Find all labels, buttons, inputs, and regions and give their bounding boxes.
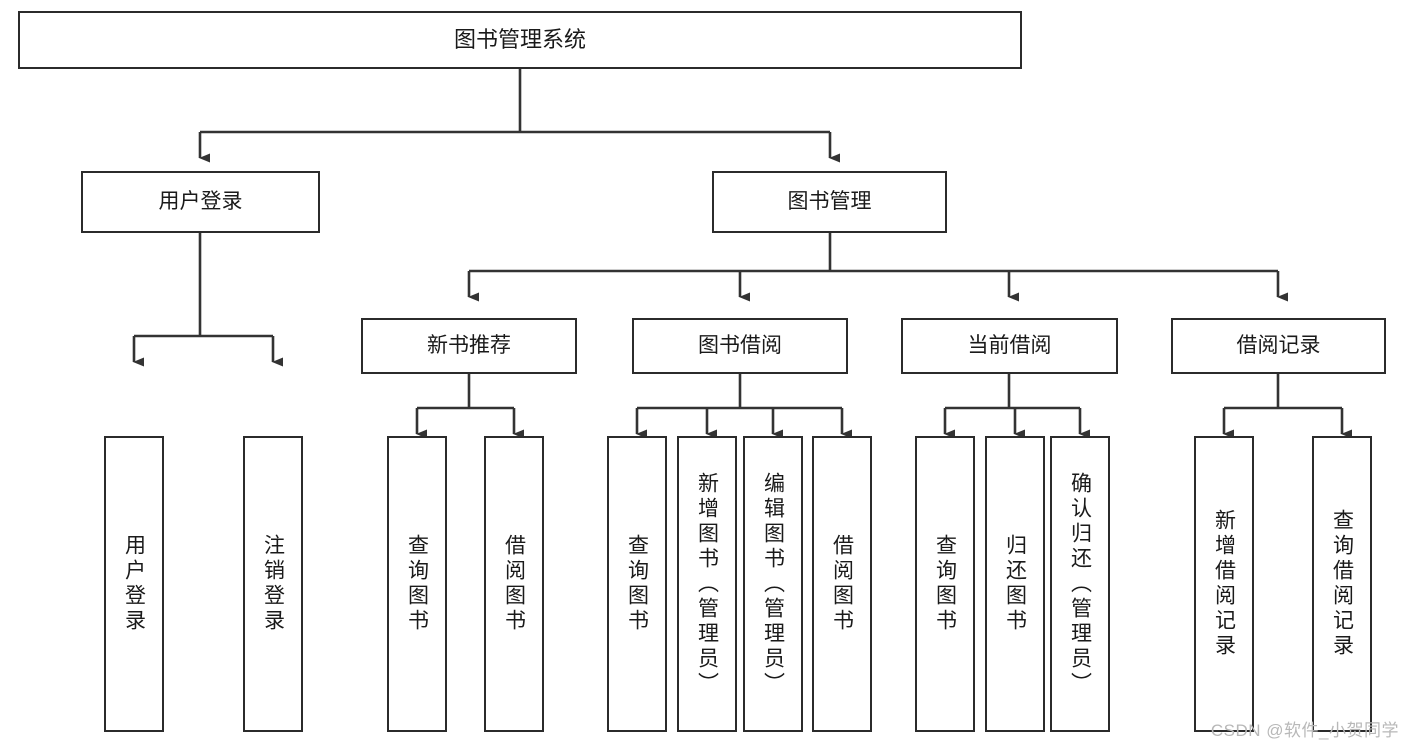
node-leaf-3-label: 查询图书 bbox=[405, 534, 429, 634]
node-leaf-2-label: 注销登录 bbox=[261, 534, 285, 634]
node-leaf-11[interactable]: 确认归还（管理员） bbox=[1050, 436, 1110, 732]
node-root[interactable]: 图书管理系统 bbox=[18, 11, 1022, 69]
node-level3-3-label: 当前借阅 bbox=[967, 333, 1052, 357]
node-leaf-13[interactable]: 查询借阅记录 bbox=[1312, 436, 1372, 732]
node-leaf-1-label: 用户登录 bbox=[122, 534, 146, 634]
node-leaf-6[interactable]: 新增图书（管理员） bbox=[677, 436, 737, 732]
node-leaf-9-label: 查询图书 bbox=[933, 534, 957, 634]
node-leaf-10[interactable]: 归还图书 bbox=[985, 436, 1045, 732]
node-level3-1-label: 新书推荐 bbox=[427, 333, 511, 357]
node-level2-2[interactable]: 图书管理 bbox=[712, 171, 947, 233]
node-level2-1-label: 用户登录 bbox=[158, 189, 243, 213]
node-leaf-1[interactable]: 用户登录 bbox=[104, 436, 164, 732]
node-leaf-3[interactable]: 查询图书 bbox=[387, 436, 447, 732]
node-level3-2-label: 图书借阅 bbox=[698, 333, 782, 357]
node-level2-1[interactable]: 用户登录 bbox=[81, 171, 320, 233]
node-leaf-7-label: 编辑图书（管理员） bbox=[761, 471, 785, 697]
node-leaf-8[interactable]: 借阅图书 bbox=[812, 436, 872, 732]
node-leaf-4[interactable]: 借阅图书 bbox=[484, 436, 544, 732]
watermark: CSDN @软件_小贺同学 bbox=[1210, 721, 1399, 740]
node-level3-3[interactable]: 当前借阅 bbox=[901, 318, 1118, 374]
node-leaf-7[interactable]: 编辑图书（管理员） bbox=[743, 436, 803, 732]
node-leaf-6-label: 新增图书（管理员） bbox=[695, 471, 719, 697]
node-leaf-4-label: 借阅图书 bbox=[502, 534, 526, 634]
node-level3-1[interactable]: 新书推荐 bbox=[361, 318, 577, 374]
node-level3-4-label: 借阅记录 bbox=[1236, 333, 1321, 357]
node-leaf-12-label: 新增借阅记录 bbox=[1212, 509, 1236, 659]
node-level2-2-label: 图书管理 bbox=[787, 189, 872, 213]
node-leaf-5[interactable]: 查询图书 bbox=[607, 436, 667, 732]
node-leaf-2[interactable]: 注销登录 bbox=[243, 436, 303, 732]
node-level3-4[interactable]: 借阅记录 bbox=[1171, 318, 1386, 374]
node-leaf-10-label: 归还图书 bbox=[1003, 534, 1027, 634]
node-leaf-13-label: 查询借阅记录 bbox=[1330, 509, 1354, 659]
node-leaf-9[interactable]: 查询图书 bbox=[915, 436, 975, 732]
node-leaf-8-label: 借阅图书 bbox=[830, 534, 854, 634]
node-leaf-5-label: 查询图书 bbox=[625, 534, 649, 634]
node-level3-2[interactable]: 图书借阅 bbox=[632, 318, 848, 374]
node-leaf-11-label: 确认归还（管理员） bbox=[1068, 471, 1092, 697]
node-root-label: 图书管理系统 bbox=[453, 27, 586, 53]
node-leaf-12[interactable]: 新增借阅记录 bbox=[1194, 436, 1254, 732]
